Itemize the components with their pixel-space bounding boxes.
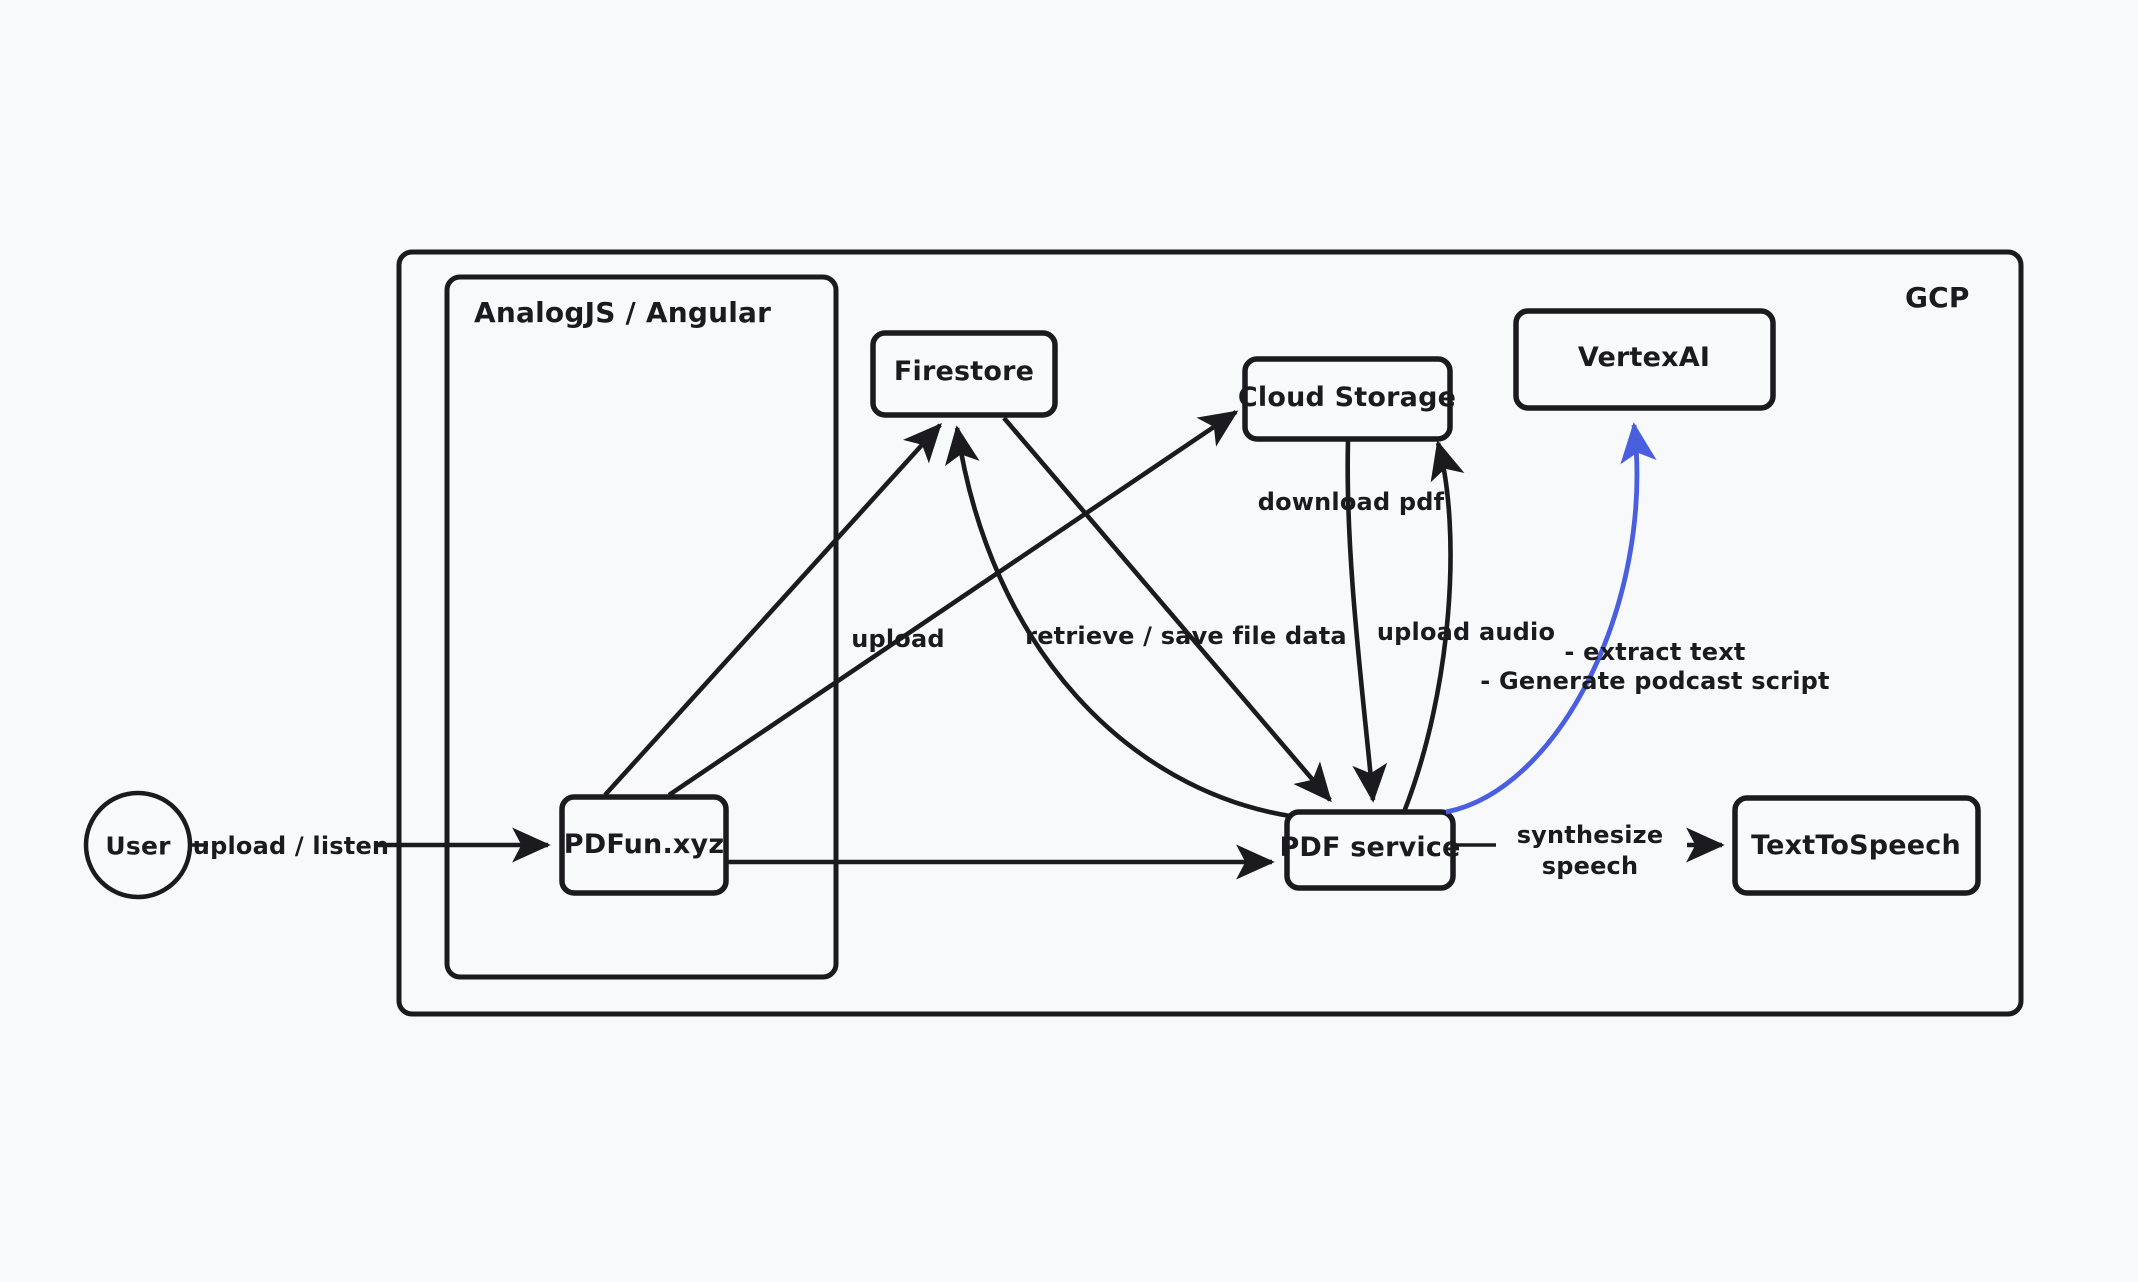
edge-label-upload: upload <box>851 625 945 653</box>
node-label-texttospeech: TextToSpeech <box>1751 830 1961 862</box>
edge-label-speech: speech <box>1541 852 1639 880</box>
edge-cloud-storage-to-pdf-service <box>1345 440 1388 803</box>
node-label-pdfun: PDFun.xyz <box>563 829 725 861</box>
group-gcp-border <box>396 249 2024 1017</box>
group-analogjs-border <box>444 274 839 980</box>
node-cloud-storage-shape[interactable] <box>1242 356 1453 442</box>
edge-label-upload-audio: upload audio <box>1376 618 1556 646</box>
edge-pdf-service-to-cloud-storage <box>1401 440 1465 813</box>
node-texttospeech-shape[interactable] <box>1732 795 1981 896</box>
edge-label-retrieve-save: retrieve / save file data <box>1025 622 1347 650</box>
edge-pdf-service-to-firestore <box>945 425 1291 819</box>
edge-pdf-service-to-vertexai <box>1445 422 1657 815</box>
edge-label-download-pdf: download pdf <box>1257 488 1445 516</box>
node-firestore-shape[interactable] <box>870 330 1058 418</box>
edge-label-synthesize: synthesize <box>1516 821 1664 849</box>
group-label-analogjs: AnalogJS / Angular <box>474 296 772 329</box>
node-label-pdf-service: PDF service <box>1279 832 1461 864</box>
edge-firestore-to-pdf-service <box>1002 416 1332 803</box>
node-pdf-service-shape[interactable] <box>1284 809 1456 891</box>
node-label-user: User <box>105 831 171 861</box>
node-label-firestore: Firestore <box>893 356 1035 388</box>
edge-label-vertex-extract-text: - extract text <box>1564 638 1746 666</box>
node-vertexai-shape[interactable] <box>1513 308 1776 411</box>
edge-pdfun-to-cloud-storage <box>667 410 1239 797</box>
node-label-cloud-storage: Cloud Storage <box>1237 382 1457 414</box>
node-pdfun-shape[interactable] <box>559 794 729 896</box>
node-label-vertexai: VertexAI <box>1577 342 1711 374</box>
edge-pdfun-to-firestore <box>603 422 942 797</box>
edge-label-upload-listen: upload / listen <box>192 832 390 860</box>
group-label-gcp: GCP <box>1905 281 1970 314</box>
edge-label-vertex-generate-script: - Generate podcast script <box>1480 667 1830 695</box>
